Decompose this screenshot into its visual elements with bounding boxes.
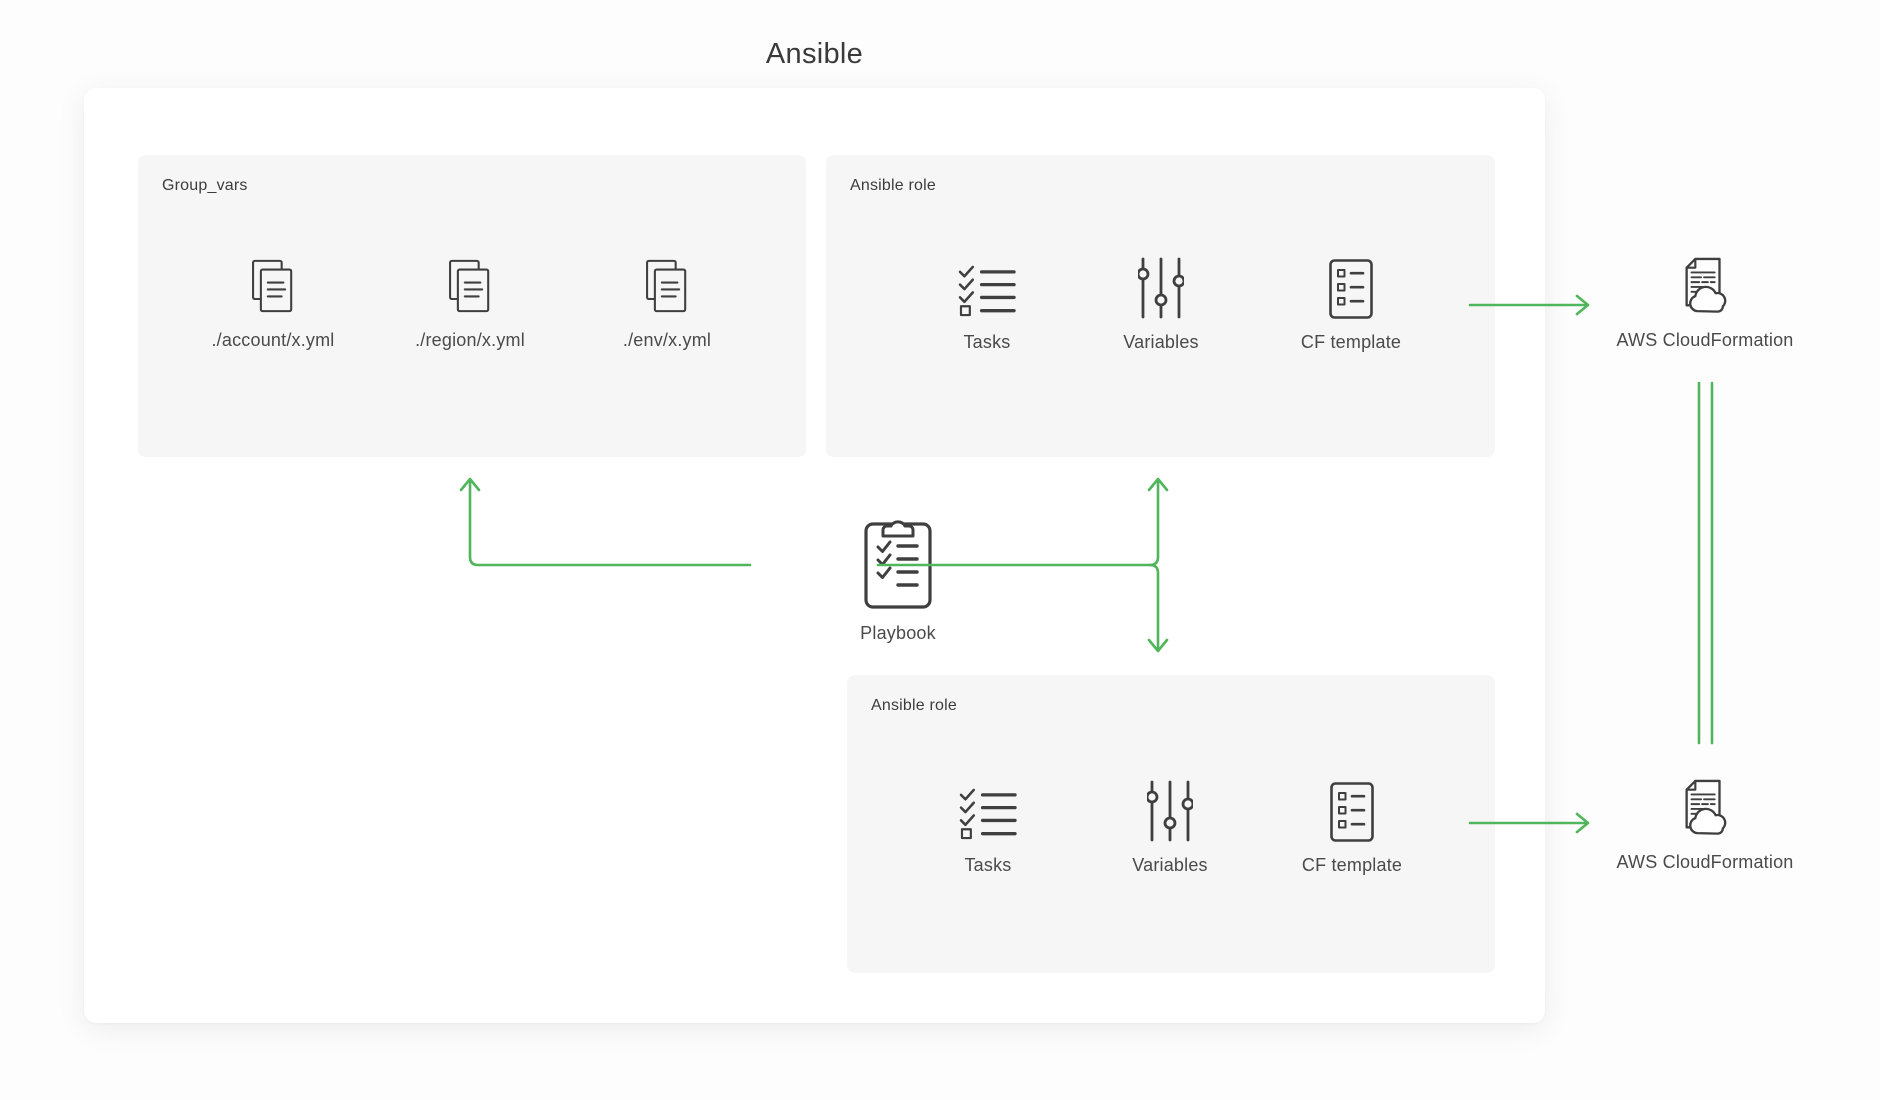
group-vars-panel-label: Group_vars [162,177,248,194]
variables-icon [1080,778,1260,842]
cf-template-node: CF template [1261,255,1441,353]
ansible-role-bottom-panel: Ansible role Tasks Variables CF template [847,675,1495,973]
variables-icon [1071,255,1251,319]
cloudformation-bottom-node: AWS CloudFormation [1585,777,1825,873]
cf-template-icon [1262,778,1442,842]
playbook-icon [724,510,1072,610]
cf-template-node-label: CF template [1300,332,1402,352]
cloudformation-top-node: AWS CloudFormation [1585,255,1825,351]
file-node-region: ./region/x.yml [380,253,560,351]
file-node-label: ./account/x.yml [211,330,335,350]
tasks-icon [897,255,1077,319]
variables-node: Variables [1080,778,1260,876]
ansible-role-top-panel: Ansible role Tasks Variables CF template [826,155,1495,457]
cloudformation-icon [1585,777,1825,837]
cf-template-node: CF template [1262,778,1442,876]
documents-icon [577,253,757,317]
tasks-node-label: Tasks [963,332,1011,352]
tasks-node: Tasks [897,255,1077,353]
cloudformation-node-label: AWS CloudFormation [1616,330,1794,350]
cloudformation-icon [1585,255,1825,315]
file-node-env: ./env/x.yml [577,253,757,351]
file-node-label: ./region/x.yml [415,330,525,350]
documents-icon [380,253,560,317]
tasks-node: Tasks [898,778,1078,876]
documents-icon [183,253,363,317]
file-node-account: ./account/x.yml [183,253,363,351]
cloudformation-node-label: AWS CloudFormation [1616,852,1794,872]
diagram-title: Ansible [765,38,864,70]
ansible-role-panel-label: Ansible role [871,697,958,714]
file-node-label: ./env/x.yml [622,330,712,350]
group-vars-panel: Group_vars ./account/x.yml ./region/x.ym… [138,155,806,457]
variables-node-label: Variables [1132,855,1208,875]
playbook-node-label: Playbook [860,623,936,643]
ansible-role-panel-label: Ansible role [850,177,937,194]
cf-template-node-label: CF template [1301,855,1403,875]
cf-template-icon [1261,255,1441,319]
tasks-node-label: Tasks [964,855,1012,875]
playbook-node: Playbook [724,510,1072,644]
variables-node: Variables [1071,255,1251,353]
ansible-card: Group_vars ./account/x.yml ./region/x.ym… [84,88,1545,1023]
tasks-icon [898,778,1078,842]
cloudformation-double-link [1697,381,1714,745]
variables-node-label: Variables [1123,332,1199,352]
